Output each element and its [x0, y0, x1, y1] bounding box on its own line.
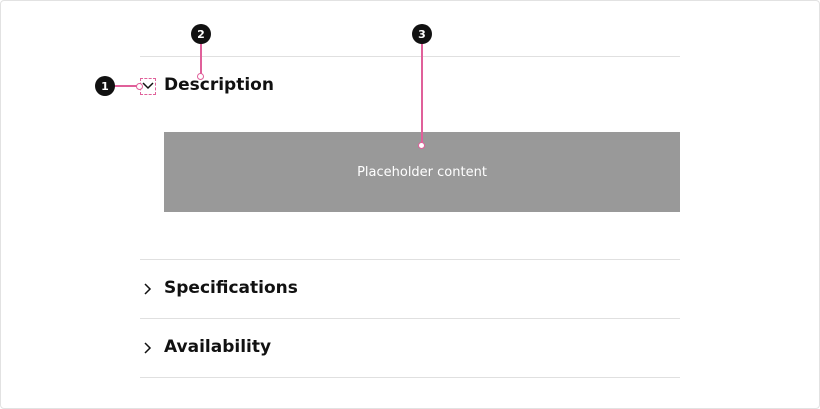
- annotation-dot-3: [418, 142, 425, 149]
- annotation-badge-2: 2: [191, 24, 211, 44]
- divider: [140, 377, 680, 378]
- accordion-header-availability[interactable]: Availability: [164, 337, 272, 357]
- divider: [140, 56, 680, 57]
- annotation-badge-3: 3: [412, 24, 432, 44]
- chevron-right-icon[interactable]: [141, 341, 153, 355]
- chevron-right-icon[interactable]: [141, 282, 153, 296]
- annotation-badge-1: 1: [95, 76, 115, 96]
- divider: [140, 259, 680, 260]
- annotation-line-3: [421, 42, 423, 143]
- chevron-down-icon[interactable]: [141, 80, 155, 92]
- accordion-header-description[interactable]: Description: [164, 75, 274, 95]
- annotation-line-2: [200, 42, 202, 75]
- annotation-dot-2: [197, 73, 204, 80]
- annotation-dot-1: [136, 83, 143, 90]
- annotation-line-1: [114, 85, 139, 87]
- divider: [140, 318, 680, 319]
- accordion-header-specifications[interactable]: Specifications: [164, 278, 298, 298]
